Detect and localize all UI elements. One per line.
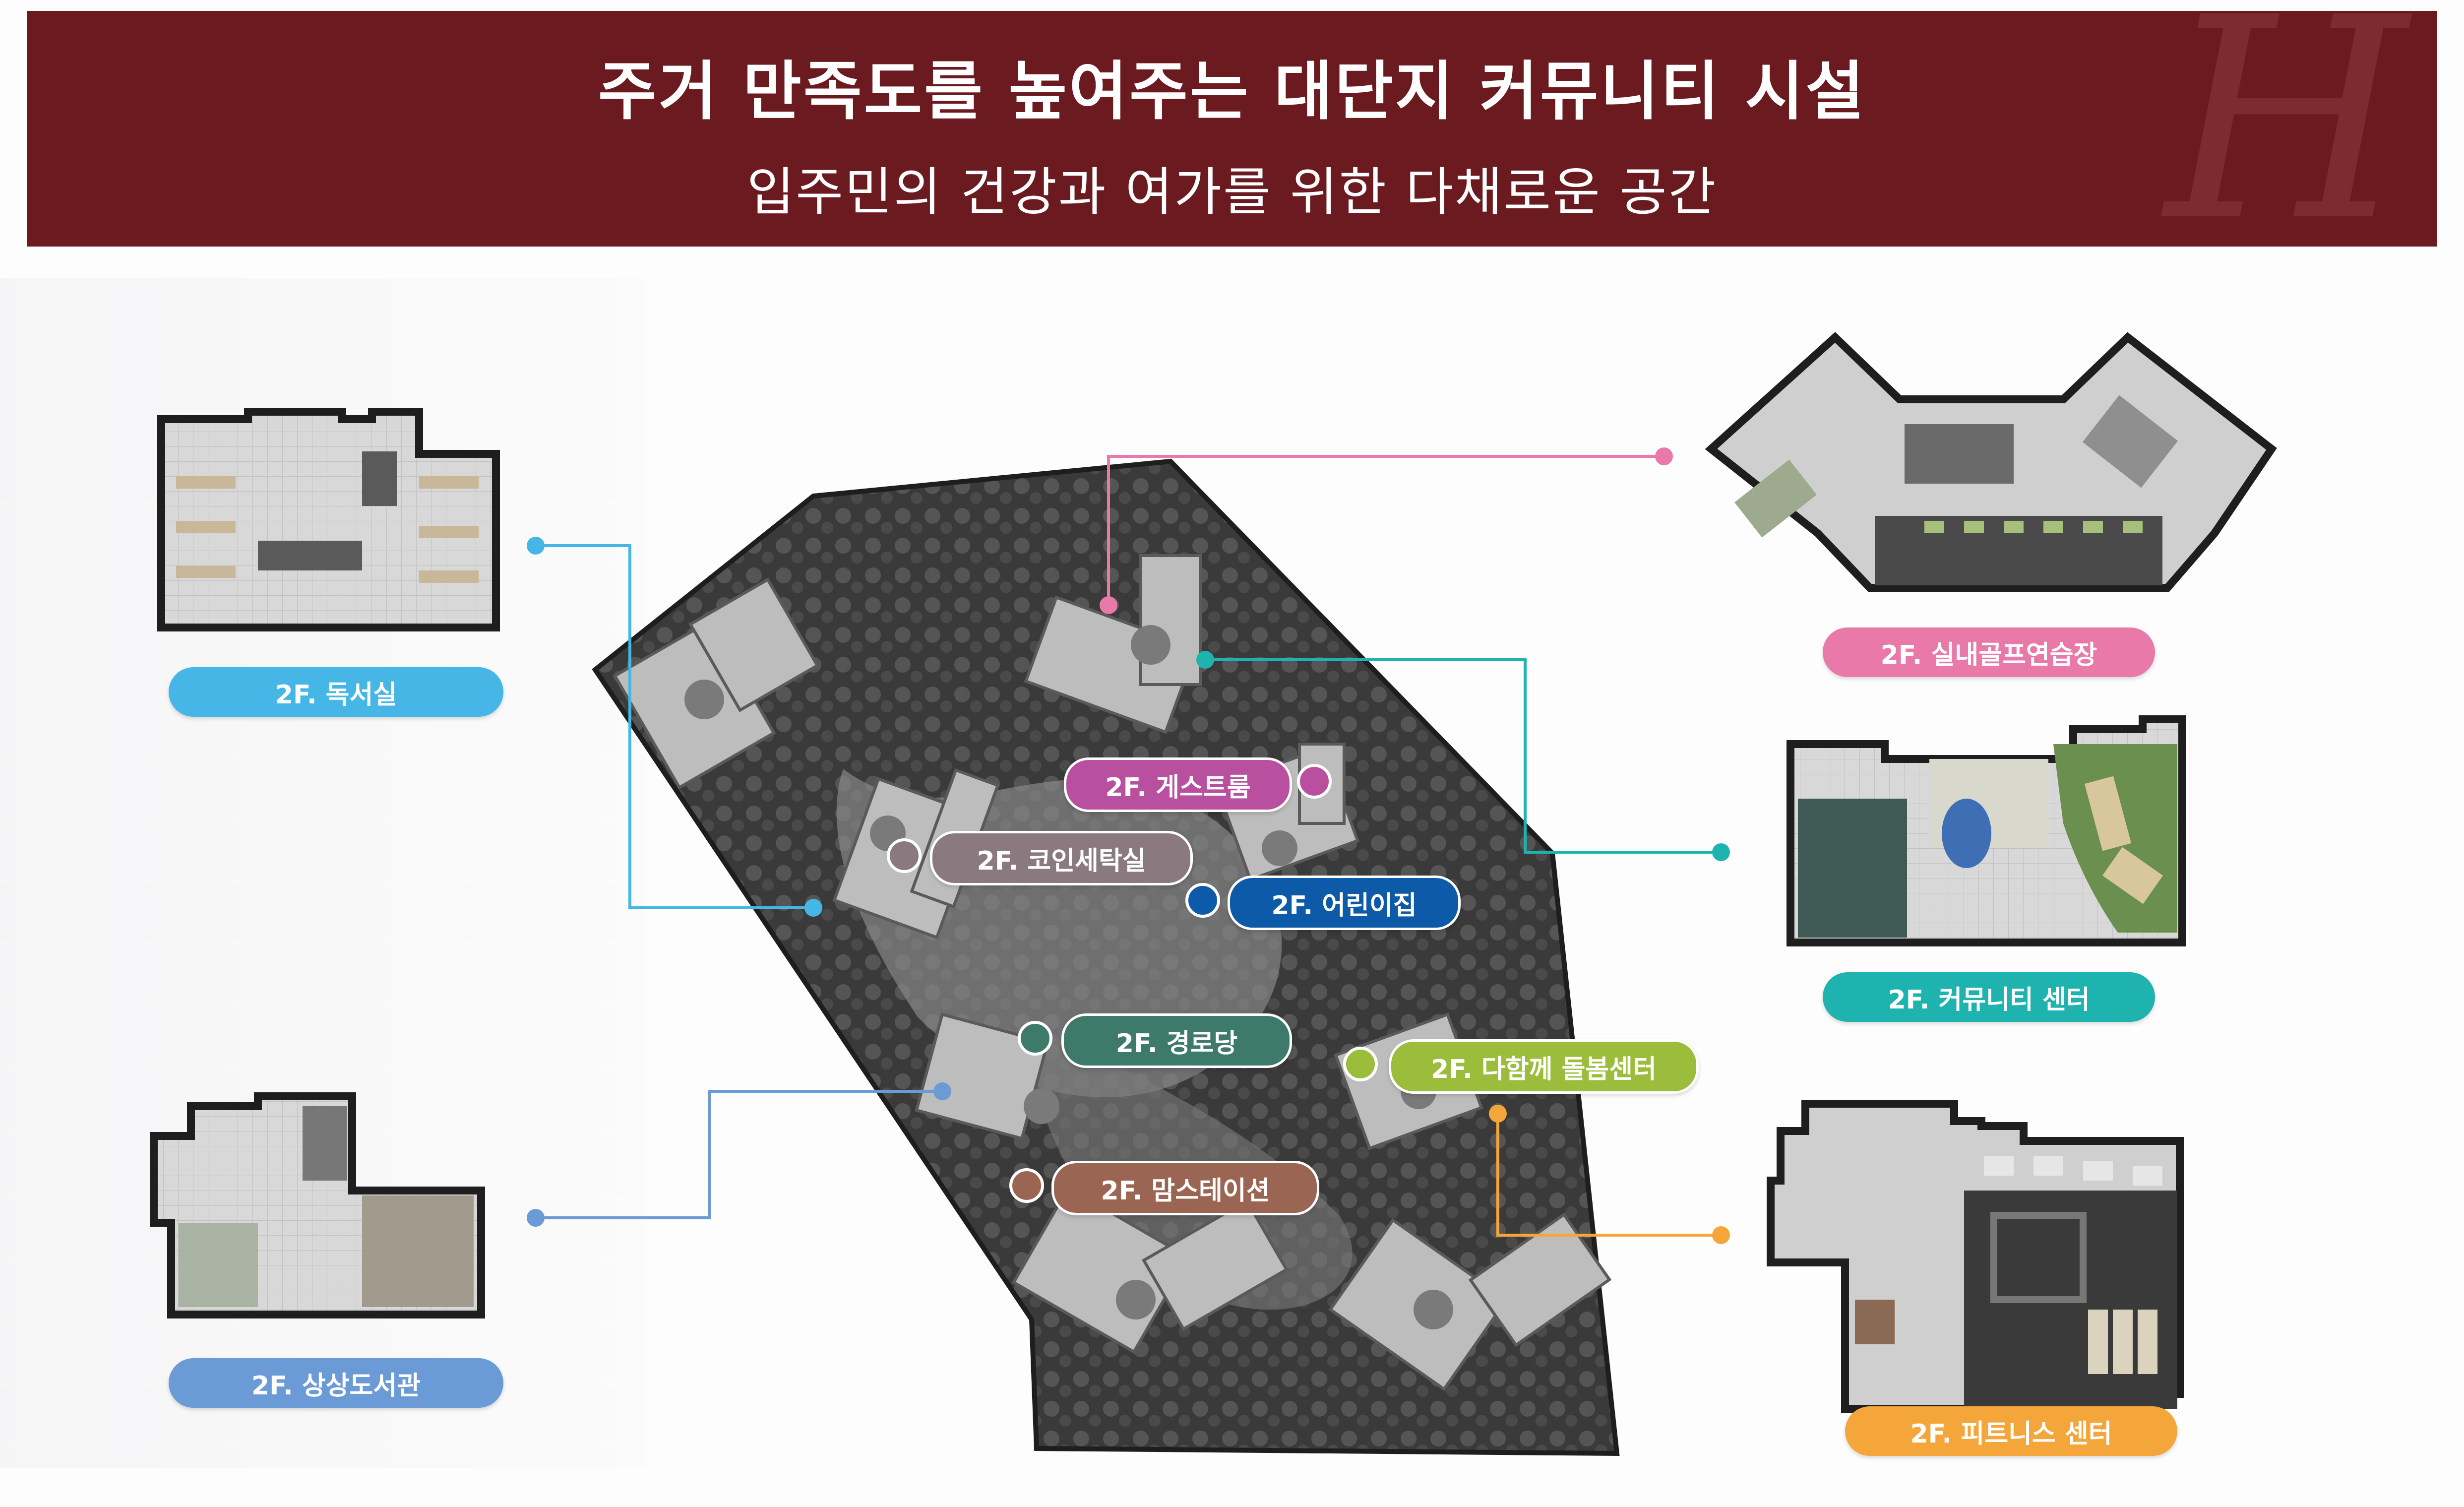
label-coin-laundry[interactable]: 2F. 코인세탁실 <box>930 831 1193 885</box>
marker-moms-station[interactable] <box>1009 1168 1044 1203</box>
h-logo-watermark: H <box>2165 11 2407 247</box>
header-banner: H 주거 만족도를 높여주는 대단지 커뮤니티 시설 입주민의 건강과 여가를 … <box>27 11 2437 247</box>
label-guest-room[interactable]: 2F. 게스트룸 <box>1064 757 1292 812</box>
label-moms-station[interactable]: 2F. 맘스테이션 <box>1051 1161 1319 1215</box>
floorplan-indoor-golf <box>1705 332 2277 592</box>
label-senior-center[interactable]: 2F. 경로당 <box>1061 1013 1292 1068</box>
connector-lines <box>536 455 1721 1237</box>
label-imagination-library[interactable]: 2F. 상상도서관 <box>169 1358 503 1408</box>
marker-care-center[interactable] <box>1343 1047 1378 1081</box>
floorplan-reading-room <box>157 408 500 631</box>
marker-guest-room[interactable] <box>1297 764 1332 799</box>
label-fitness-center[interactable]: 2F. 피트니스 센터 <box>1845 1406 2177 1456</box>
page-title: 주거 만족도를 높여주는 대단지 커뮤니티 시설 <box>598 55 1866 128</box>
marker-coin-laundry[interactable] <box>887 838 922 873</box>
marker-daycare[interactable] <box>1185 883 1220 918</box>
label-indoor-golf[interactable]: 2F. 실내골프연습장 <box>1823 628 2155 677</box>
label-daycare[interactable]: 2F. 어린이집 <box>1228 876 1461 930</box>
floorplan-community-center <box>1786 715 2186 946</box>
page-subtitle: 입주민의 건강과 여가를 위한 다채로운 공간 <box>746 162 1718 222</box>
label-community-center[interactable]: 2F. 커뮤니티 센터 <box>1823 972 2155 1022</box>
floorplan-fitness-center <box>1767 1100 2184 1413</box>
floorplan-imagination-library <box>150 1092 485 1319</box>
marker-senior-center[interactable] <box>1018 1021 1052 1056</box>
label-care-center[interactable]: 2F. 다함께 돌봄센터 <box>1389 1039 1699 1094</box>
label-reading-room[interactable]: 2F. 독서실 <box>169 667 503 717</box>
connector-endpoints <box>527 447 1730 1244</box>
